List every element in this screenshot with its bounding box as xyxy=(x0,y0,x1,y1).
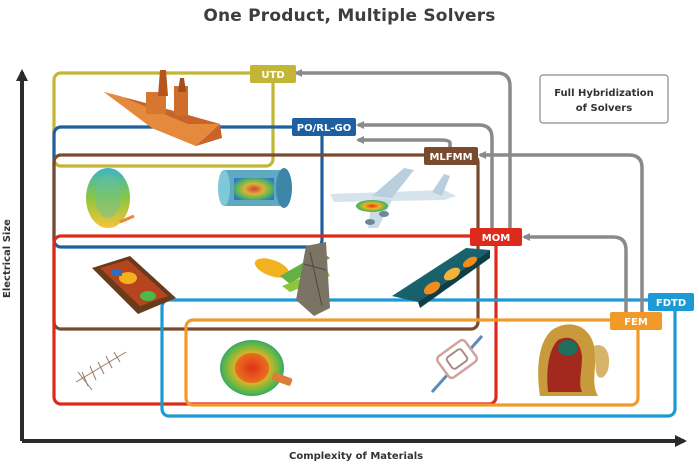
radiation-pattern xyxy=(86,168,135,228)
yagi-antenna xyxy=(75,351,127,391)
vehicle-panel xyxy=(392,248,490,308)
axes: Electrical Size Complexity of Materials xyxy=(2,69,687,462)
solver-label-po: PO/RL-GO xyxy=(292,118,356,136)
cylinder-antenna xyxy=(218,168,292,208)
y-axis-label: Electrical Size xyxy=(2,219,13,298)
solver-label-mom: MOM xyxy=(470,228,522,246)
hybridization-arrows xyxy=(294,69,644,316)
rfid-tag xyxy=(430,335,484,393)
fdtd-label: FDTD xyxy=(656,298,686,309)
pcb-board xyxy=(92,256,176,314)
mlfmm-label: MLFMM xyxy=(429,152,472,163)
aircraft-model xyxy=(330,168,456,228)
utd-label: UTD xyxy=(261,70,284,81)
solver-label-mlfmm: MLFMM xyxy=(424,147,478,165)
po-label: PO/RL-GO xyxy=(297,123,351,134)
note-line-1: Full Hybridization xyxy=(554,88,654,99)
horn-pattern xyxy=(220,340,293,396)
array-pattern xyxy=(254,242,330,316)
region-fem xyxy=(184,318,640,407)
ship-model xyxy=(104,70,222,146)
solver-label-utd: UTD xyxy=(250,65,296,83)
mom-label: MOM xyxy=(482,233,510,244)
solver-label-fdtd: FDTD xyxy=(648,293,694,311)
note-line-2: of Solvers xyxy=(576,103,632,114)
human-head-model xyxy=(538,324,610,396)
x-axis-label: Complexity of Materials xyxy=(289,451,423,462)
fem-label: FEM xyxy=(624,317,648,328)
solver-label-fem: FEM xyxy=(610,312,662,330)
hybridization-note: Full Hybridization of Solvers xyxy=(539,74,669,124)
diagram-title: One Product, Multiple Solvers xyxy=(203,6,496,26)
